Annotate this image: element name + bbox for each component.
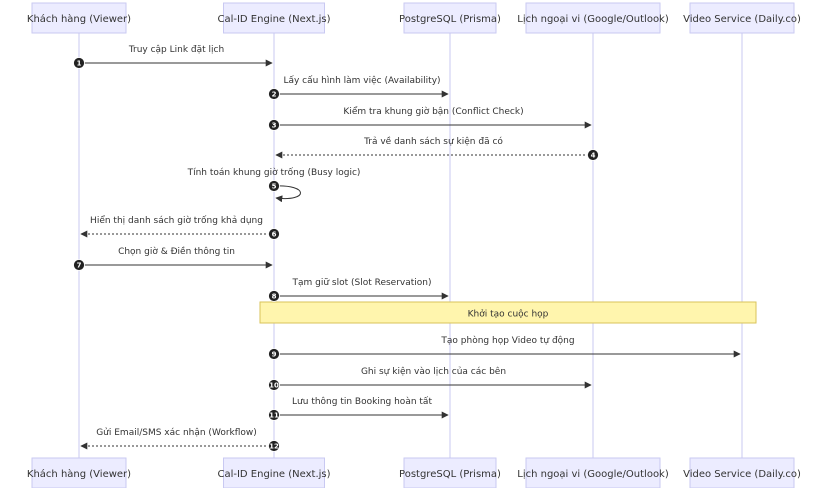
sequence-number-label-12: 12 bbox=[269, 443, 279, 451]
actor-box-calendar-bottom: Lịch ngoại vi (Google/Outlook) bbox=[517, 457, 669, 488]
note-label: Khởi tạo cuộc họp bbox=[468, 309, 549, 320]
message-8: Tạm giữ slot (Slot Reservation) 8 bbox=[268, 278, 449, 302]
sequence-number-11: 11 bbox=[268, 409, 280, 421]
actor-box-viewer-top: Khách hàng (Viewer) bbox=[27, 2, 131, 34]
message-5: Tính toán khung giờ trống (Busy logic) 5 bbox=[187, 167, 361, 203]
message-label-3: Kiểm tra khung giờ bận (Conflict Check) bbox=[343, 106, 523, 117]
sequence-number-label-6: 6 bbox=[272, 231, 277, 239]
message-label-5: Tính toán khung giờ trống (Busy logic) bbox=[187, 167, 361, 178]
actor-box-engine-bottom: Cal-ID Engine (Next.js) bbox=[217, 457, 331, 488]
sequence-number-label-9: 9 bbox=[272, 351, 277, 359]
sequence-number-6: 6 bbox=[268, 228, 280, 240]
message-10: Ghi sự kiện vào lịch của các bên 10 bbox=[268, 366, 592, 391]
message-12: Gửi Email/SMS xác nhận (Workflow) 12 bbox=[80, 427, 280, 452]
sequence-number-label-5: 5 bbox=[272, 183, 277, 191]
message-3: Kiểm tra khung giờ bận (Conflict Check) 3 bbox=[268, 106, 592, 131]
actor-label-engine: Cal-ID Engine (Next.js) bbox=[217, 469, 330, 480]
sequence-number-5: 5 bbox=[268, 180, 280, 192]
sequence-number-label-4: 4 bbox=[591, 152, 596, 160]
message-4: Trả về danh sách sự kiện đã có 4 bbox=[275, 136, 599, 161]
sequence-number-2: 2 bbox=[268, 88, 280, 100]
message-label-1: Truy cập Link đặt lịch bbox=[128, 45, 224, 55]
actor-box-engine-top: Cal-ID Engine (Next.js) bbox=[217, 2, 331, 34]
sequence-number-4: 4 bbox=[587, 149, 599, 161]
message-label-2: Lấy cấu hình làm việc (Availability) bbox=[283, 75, 440, 86]
sequence-number-10: 10 bbox=[268, 379, 280, 391]
message-label-11: Lưu thông tin Booking hoàn tất bbox=[292, 396, 432, 407]
sequence-number-1: 1 bbox=[73, 57, 85, 69]
actor-box-db-top: PostgreSQL (Prisma) bbox=[399, 2, 501, 34]
message-arrow-5 bbox=[273, 185, 301, 203]
message-9: Tạo phòng họp Video tự động 9 bbox=[268, 335, 741, 360]
message-label-9: Tạo phòng họp Video tự động bbox=[440, 335, 574, 346]
actor-box-calendar-top: Lịch ngoại vi (Google/Outlook) bbox=[517, 2, 669, 34]
actor-label-db: PostgreSQL (Prisma) bbox=[399, 14, 501, 25]
sequence-number-label-7: 7 bbox=[77, 262, 82, 270]
sequence-number-label-11: 11 bbox=[269, 412, 279, 420]
sequence-number-label-8: 8 bbox=[272, 293, 277, 301]
sequence-number-12: 12 bbox=[268, 440, 280, 452]
actor-label-engine: Cal-ID Engine (Next.js) bbox=[217, 14, 330, 25]
actor-label-db: PostgreSQL (Prisma) bbox=[399, 469, 501, 480]
message-label-4: Trả về danh sách sự kiện đã có bbox=[363, 136, 503, 147]
actor-label-calendar: Lịch ngoại vi (Google/Outlook) bbox=[517, 14, 669, 25]
note-box: Khởi tạo cuộc họp bbox=[259, 301, 757, 324]
sequence-number-7: 7 bbox=[73, 259, 85, 271]
sequence-number-label-2: 2 bbox=[272, 91, 277, 99]
actor-label-calendar: Lịch ngoại vi (Google/Outlook) bbox=[517, 469, 669, 480]
message-label-12: Gửi Email/SMS xác nhận (Workflow) bbox=[96, 427, 257, 438]
actor-label-viewer: Khách hàng (Viewer) bbox=[27, 13, 131, 25]
sequence-number-label-1: 1 bbox=[77, 60, 82, 68]
actor-box-db-bottom: PostgreSQL (Prisma) bbox=[399, 457, 501, 488]
actor-box-video-bottom: Video Service (Daily.co) bbox=[683, 457, 801, 488]
actor-label-video: Video Service (Daily.co) bbox=[683, 14, 801, 25]
actor-label-viewer: Khách hàng (Viewer) bbox=[27, 468, 131, 480]
message-label-10: Ghi sự kiện vào lịch của các bên bbox=[361, 366, 506, 377]
message-6: Hiển thị danh sách giờ trống khả dụng 6 bbox=[80, 215, 280, 240]
message-label-7: Chọn giờ & Điền thông tin bbox=[118, 246, 235, 257]
sequence-number-label-3: 3 bbox=[272, 122, 277, 130]
actor-label-video: Video Service (Daily.co) bbox=[683, 469, 801, 480]
message-11: Lưu thông tin Booking hoàn tất 11 bbox=[268, 396, 449, 421]
message-1: Truy cập Link đặt lịch 1 bbox=[73, 45, 273, 69]
sequence-number-9: 9 bbox=[268, 348, 280, 360]
message-2: Lấy cấu hình làm việc (Availability) 2 bbox=[268, 75, 449, 100]
sequence-number-3: 3 bbox=[268, 119, 280, 131]
message-7: Chọn giờ & Điền thông tin 7 bbox=[73, 246, 273, 271]
sequence-number-8: 8 bbox=[268, 290, 280, 302]
actor-box-video-top: Video Service (Daily.co) bbox=[683, 2, 801, 34]
sequence-number-label-10: 10 bbox=[269, 382, 279, 390]
message-label-8: Tạm giữ slot (Slot Reservation) bbox=[291, 278, 431, 288]
message-label-6: Hiển thị danh sách giờ trống khả dụng bbox=[90, 215, 263, 226]
actor-box-viewer-bottom: Khách hàng (Viewer) bbox=[27, 457, 131, 488]
